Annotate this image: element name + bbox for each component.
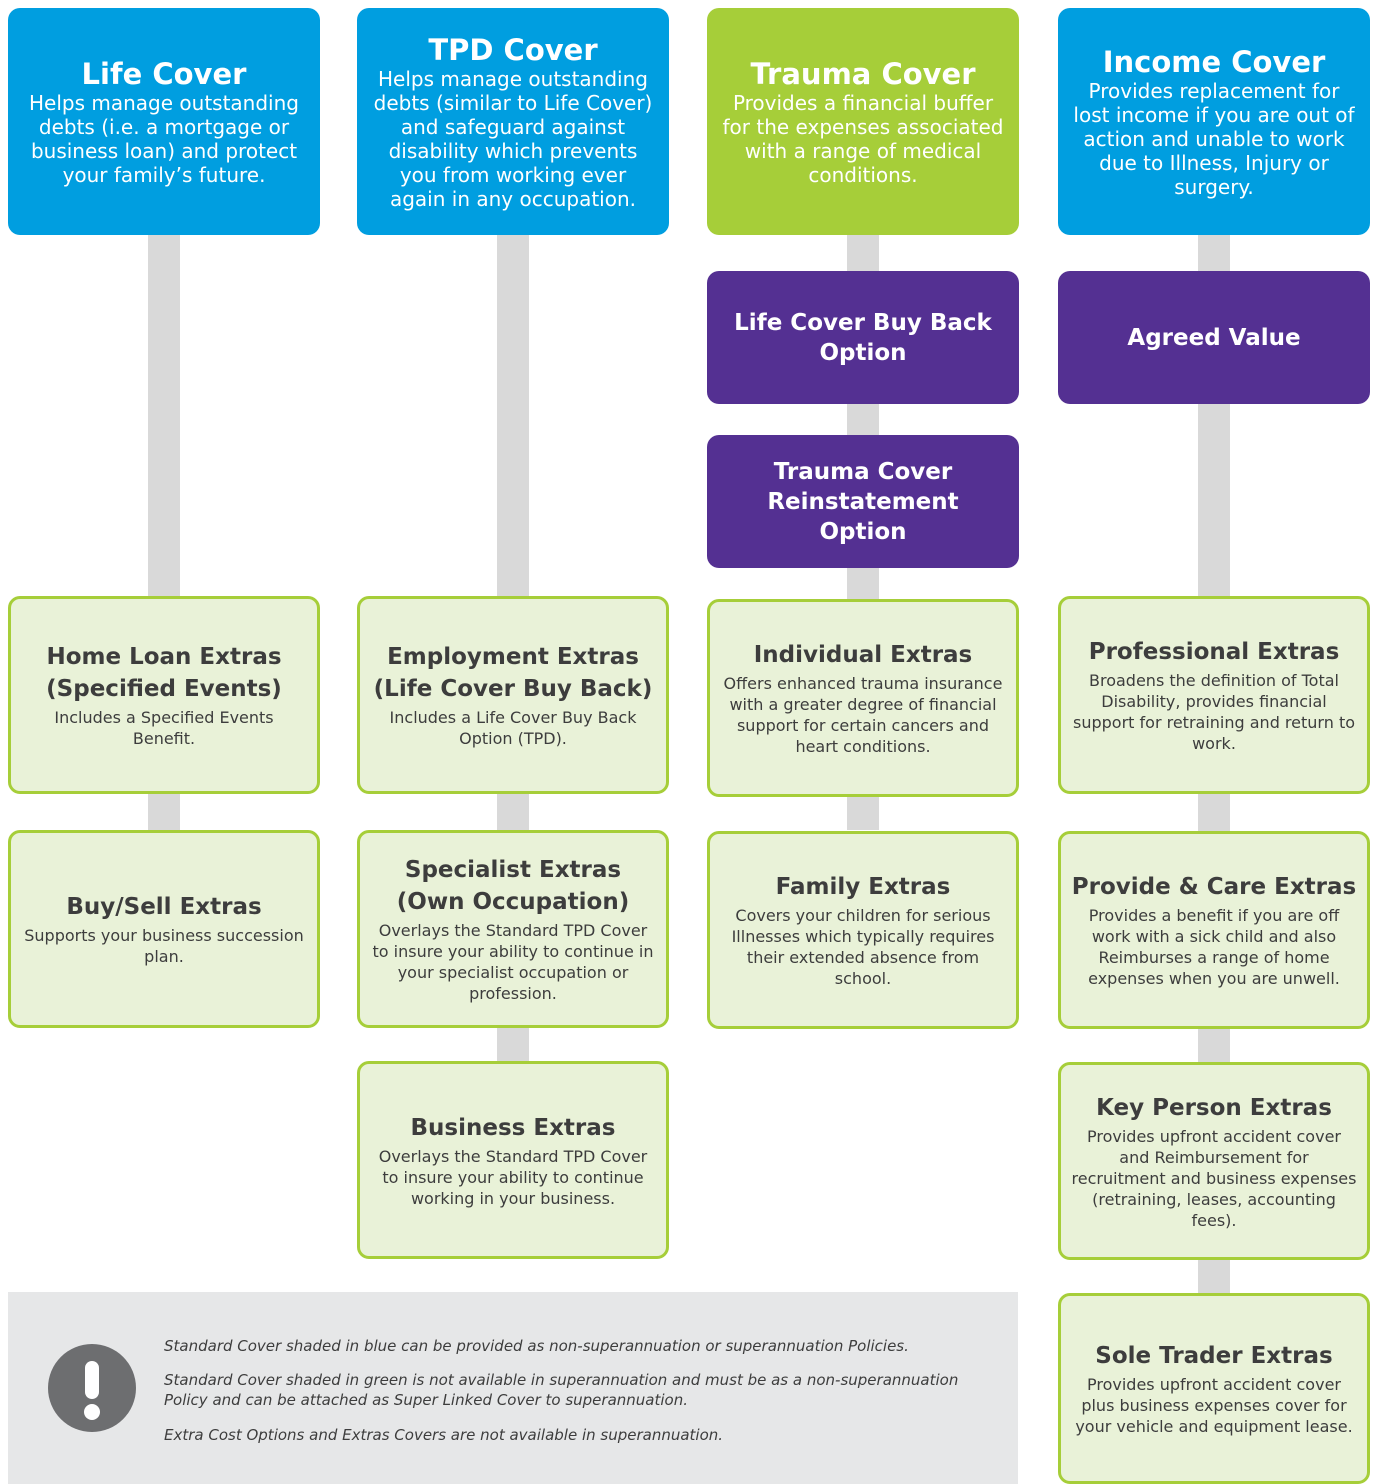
option-title: Trauma Cover Reinstatement Option [767,458,959,545]
extras-card-sole-trader[interactable]: Sole Trader Extras Provides upfront acci… [1058,1293,1370,1484]
option-card-life-cover-buy-back[interactable]: Life Cover Buy Back Option [707,271,1019,404]
extras-title: Home Loan Extras (Specified Events) [46,644,282,702]
extras-description: Covers your children for serious Illness… [731,906,995,988]
extras-card-family[interactable]: Family Extras Covers your children for s… [707,831,1019,1029]
option-title: Life Cover Buy Back Option [734,309,992,366]
extras-card-provide-care[interactable]: Provide & Care Extras Provides a benefit… [1058,831,1370,1029]
extras-description: Includes a Life Cover Buy Back Option (T… [389,708,637,748]
column-trauma-cover: Trauma Cover Provides a financial buffer… [707,0,1019,1484]
extras-description: Provides a benefit if you are off work w… [1088,906,1340,988]
note-text: Extra Cost Options and Extras Covers are… [164,1426,724,1444]
notes-panel: Standard Cover shaded in blue can be pro… [8,1292,1018,1484]
cover-description: Helps manage outstanding debts (i.e. a m… [29,90,299,187]
column-life-cover: Life Cover Helps manage outstanding debt… [8,0,320,1484]
extras-card-key-person[interactable]: Key Person Extras Provides upfront accid… [1058,1062,1370,1260]
cover-title: Trauma Cover [750,56,976,91]
cover-title: Income Cover [1102,44,1326,79]
cover-card-trauma[interactable]: Trauma Cover Provides a financial buffer… [707,8,1019,235]
column-income-cover: Income Cover Provides replacement for lo… [1058,0,1370,1484]
extras-description: Overlays the Standard TPD Cover to insur… [378,1146,648,1208]
extras-card-business[interactable]: Business Extras Overlays the Standard TP… [357,1061,669,1259]
extras-card-professional[interactable]: Professional Extras Broadens the definit… [1058,596,1370,794]
extras-title: Key Person Extras [1096,1094,1332,1121]
exclamation-icon [48,1344,136,1432]
extras-title: Business Extras [410,1114,616,1141]
cover-description: Helps manage outstanding debts (similar … [373,66,653,211]
extras-description: Overlays the Standard TPD Cover to insur… [372,921,654,1003]
extras-title: Provide & Care Extras [1071,874,1357,900]
extras-title: Professional Extras [1088,639,1340,665]
extras-card-home-loan[interactable]: Home Loan Extras (Specified Events) Incl… [8,596,320,794]
cover-title: TPD Cover [428,32,598,67]
note-text: Standard Cover shaded in green is not av… [164,1371,959,1409]
cover-card-tpd[interactable]: TPD Cover Helps manage outstanding debts… [357,8,669,235]
note-text: Standard Cover shaded in blue can be pro… [164,1337,909,1355]
extras-card-individual[interactable]: Individual Extras Offers enhanced trauma… [707,599,1019,797]
extras-card-specialist[interactable]: Specialist Extras (Own Occupation) Overl… [357,830,669,1028]
extras-description: Includes a Specified Events Benefit. [54,708,274,748]
extras-title: Buy/Sell Extras [66,894,262,920]
cover-description: Provides a financial buffer for the expe… [722,90,1004,187]
extras-description: Provides upfront accident cover plus bus… [1075,1375,1353,1436]
extras-description: Provides upfront accident cover and Reim… [1071,1126,1357,1230]
option-card-trauma-reinstatement[interactable]: Trauma Cover Reinstatement Option [707,435,1019,568]
cover-card-life[interactable]: Life Cover Helps manage outstanding debt… [8,8,320,235]
extras-description: Supports your business succession plan. [24,926,304,966]
extras-card-buy-sell[interactable]: Buy/Sell Extras Supports your business s… [8,830,320,1028]
extras-title: Family Extras [775,874,951,900]
option-card-agreed-value[interactable]: Agreed Value [1058,271,1370,404]
extras-description: Offers enhanced trauma insurance with a … [723,674,1003,756]
extras-card-employment[interactable]: Employment Extras (Life Cover Buy Back) … [357,596,669,794]
extras-title: Employment Extras (Life Cover Buy Back) [373,644,653,702]
extras-title: Specialist Extras (Own Occupation) [396,857,630,915]
cover-description: Provides replacement for lost income if … [1073,78,1355,199]
option-title: Agreed Value [1127,324,1301,351]
extras-title: Sole Trader Extras [1095,1343,1333,1369]
cover-card-income[interactable]: Income Cover Provides replacement for lo… [1058,8,1370,235]
cover-title: Life Cover [81,56,247,91]
extras-title: Individual Extras [753,642,973,668]
extras-description: Broadens the definition of Total Disabil… [1073,671,1355,753]
column-tpd-cover: TPD Cover Helps manage outstanding debts… [357,0,669,1484]
